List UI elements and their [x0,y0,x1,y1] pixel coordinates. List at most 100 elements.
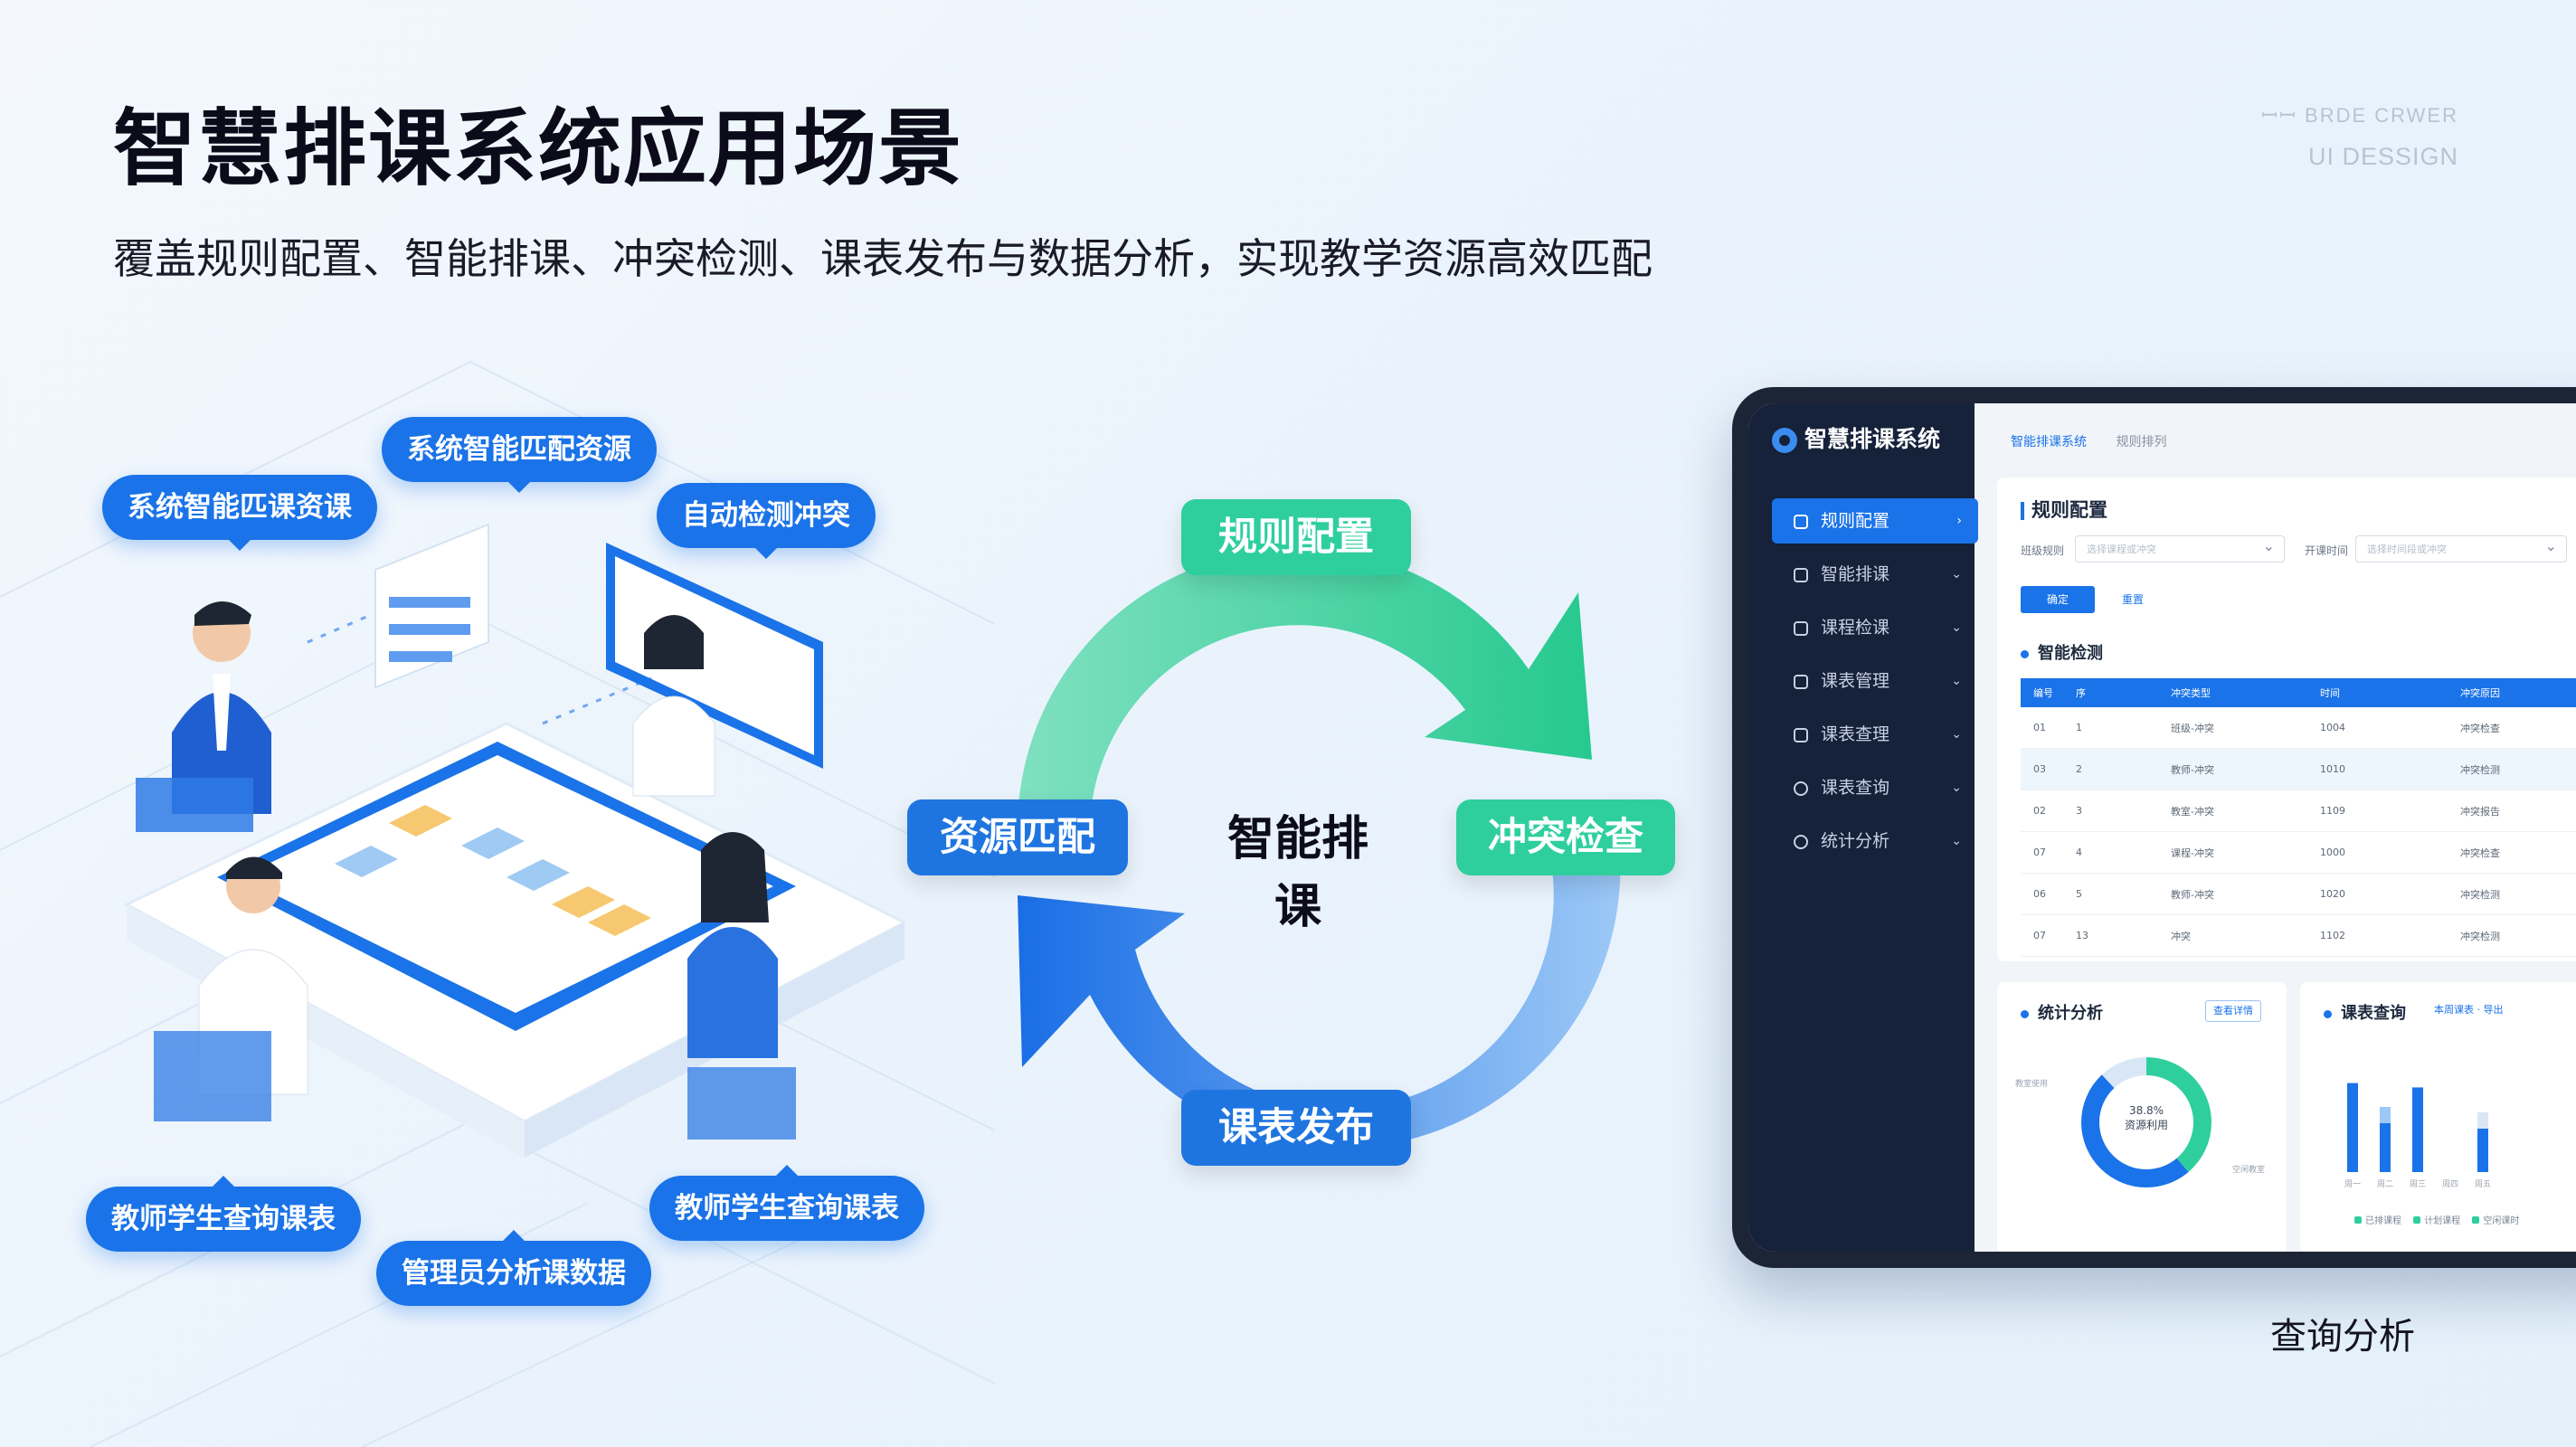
nav-statistics[interactable]: 统计分析⌄ [1772,818,1978,864]
gear-icon [1794,834,1808,849]
chevron-down-icon: ⌄ [1951,674,1962,688]
query-legend: 已排课程 计划课程 空闲课时 [2345,1213,2519,1226]
legend-swatch [2472,1216,2480,1224]
nav-label: 课程检课 [1821,618,1890,638]
person-woman-monitor [632,615,715,797]
home-icon [1794,514,1808,529]
nav-schedule-manage[interactable]: 课表管理⌄ [1772,658,1978,704]
bubble-admin-analyze: 管理员分析课数据 [376,1230,651,1306]
donut-center: 38.8% 资源利用 [2110,1104,2183,1132]
stats-title-text: 统计分析 [2038,1004,2103,1023]
person-manager [136,601,271,832]
cycle-step-schedule-publish: 课表发布 [1181,1090,1411,1166]
nav-smart-schedule[interactable]: 智能排课⌄ [1772,552,1978,597]
stats-title: 统计分析 [2021,1000,2103,1024]
cycle-step-conflict-check: 冲突检查 [1456,799,1675,875]
document-icon [1794,620,1808,636]
table-cell: 冲突 [2158,914,2307,957]
table-cell: 13 [2063,914,2158,957]
nav-rule-config[interactable]: 规则配置› [1772,498,1978,544]
table-header[interactable]: 时间 [2307,678,2448,707]
office-scene-illustration [0,360,995,1447]
smart-detect-title: 智能检测 [2021,640,2103,664]
chevron-down-icon: ⌄ [1951,834,1962,848]
query-export-link[interactable]: 本周课表 · 导出 [2434,1004,2504,1016]
page-subtitle: 覆盖规则配置、智能排课、冲突检测、课表发布与数据分析，实现教学资源高效匹配 [113,234,1653,283]
table-header-row: 编号 序 冲突类型 时间 冲突原因 操 [2021,678,2576,707]
start-time-select[interactable]: 选择时间段或冲突 [2355,533,2567,563]
cycle-step-rule-config: 规则配置 [1181,499,1411,575]
table-cell: 冲突检测 [2448,748,2576,790]
confirm-button[interactable]: 确定 [2021,586,2095,613]
table-cell: 1 [2063,707,2158,749]
x-tick-label: 周三 [2410,1179,2426,1189]
person-teacher-front [154,856,308,1121]
bubble-auto-detect-conflict: 自动检测冲突 [657,483,876,559]
app-logo: 智慧排课系统 [1772,421,1940,454]
title-dot [2324,1009,2332,1018]
table-header[interactable]: 冲突类型 [2158,678,2307,707]
bar [2380,1107,2391,1123]
rule-config-title-text: 规则配置 [2031,499,2107,521]
breadcrumb-next[interactable]: 规则排列 [2116,435,2167,449]
main-content: 智能排课系统 规则排列 规则配置 班级规则 选择课程或冲突 开课时间 选择时间段… [1975,403,2576,1252]
donut-slice [2081,1057,2211,1187]
class-rule-select[interactable]: 选择课程或冲突 [2075,533,2285,563]
table-cell: 2 [2063,748,2158,790]
workflow-cycle-diagram [1018,548,1621,1149]
breadcrumb-current[interactable]: 智能排课系统 [2011,435,2087,449]
table-cell: 07 [2021,831,2063,874]
app-screen: 智慧排课系统 规则配置› 智能排课⌄ 课程检课⌄ 课表管理⌄ 课表查理⌄ 课表查… [1748,403,2576,1252]
table-cell: 01 [2021,707,2063,749]
table-header[interactable]: 编号 [2021,678,2063,707]
cycle-arrow-bottom [1018,841,1621,1149]
chevron-down-icon: ⌄ [1951,780,1962,795]
nav-course-check[interactable]: 课程检课⌄ [1772,605,1978,650]
table-cell: 06 [2021,873,2063,915]
sidebar: 智慧排课系统 规则配置› 智能排课⌄ 课程检课⌄ 课表管理⌄ 课表查理⌄ 课表查… [1748,403,1978,1252]
table-cell: 教师-冲突 [2158,873,2307,915]
nav-schedule-review[interactable]: 课表查理⌄ [1772,712,1978,757]
legend-swatch [2413,1216,2421,1224]
brand-watermark: ꟷꟷ BRDE CRWER UI DESSIGN [2261,101,2458,171]
table-cell: 课程-冲突 [2158,831,2307,874]
table-cell: 冲突检查 [2448,831,2576,874]
table-cell: 03 [2021,748,2063,790]
table-cell: 5 [2063,873,2158,915]
cycle-arrow-top [1018,548,1592,823]
nav-label: 课表查理 [1821,724,1890,744]
brand-line2: UI DESSIGN [2307,143,2458,170]
nav-schedule-query[interactable]: 课表查询 ⌄ [1772,765,1978,810]
query-title-text: 课表查询 [2341,1004,2406,1023]
donut-slice [2081,1057,2211,1187]
title-marker [2021,502,2024,520]
calendar-icon [1794,727,1808,742]
cycle-center-label: 智能排课 [1226,812,1368,934]
table-header[interactable]: 序 [2063,678,2158,707]
bubble-system-match-courses: 系统智能匹课资课 [102,475,377,551]
table-cell: 冲突检查 [2448,707,2576,749]
stats-detail-button[interactable]: 查看详情 [2205,1000,2261,1022]
table-cell: 1004 [2307,707,2448,749]
table-cell: 07 [2021,914,2063,957]
legend-item: 已排课程 [2365,1216,2401,1226]
bubble-system-match-resources: 系统智能匹配资源 [382,417,657,493]
nav-label: 课表查询 [1821,778,1890,798]
table-cell: 02 [2021,790,2063,832]
tablet-mockup: 智慧排课系统 规则配置› 智能排课⌄ 课程检课⌄ 课表管理⌄ 课表查理⌄ 课表查… [1732,387,2576,1268]
tablet-caption: 查询分析 [2270,1316,2415,1357]
reset-button[interactable]: 重置 [2122,593,2145,606]
table-cell: 教室-冲突 [2158,790,2307,832]
table-cell: 冲突检测 [2448,873,2576,915]
table-cell: 冲突检测 [2448,914,2576,957]
table-header[interactable]: 冲突原因 [2448,678,2576,707]
brand-line1: ꟷꟷ BRDE CRWER [2261,104,2458,127]
table-cell: 冲突报告 [2448,790,2576,832]
